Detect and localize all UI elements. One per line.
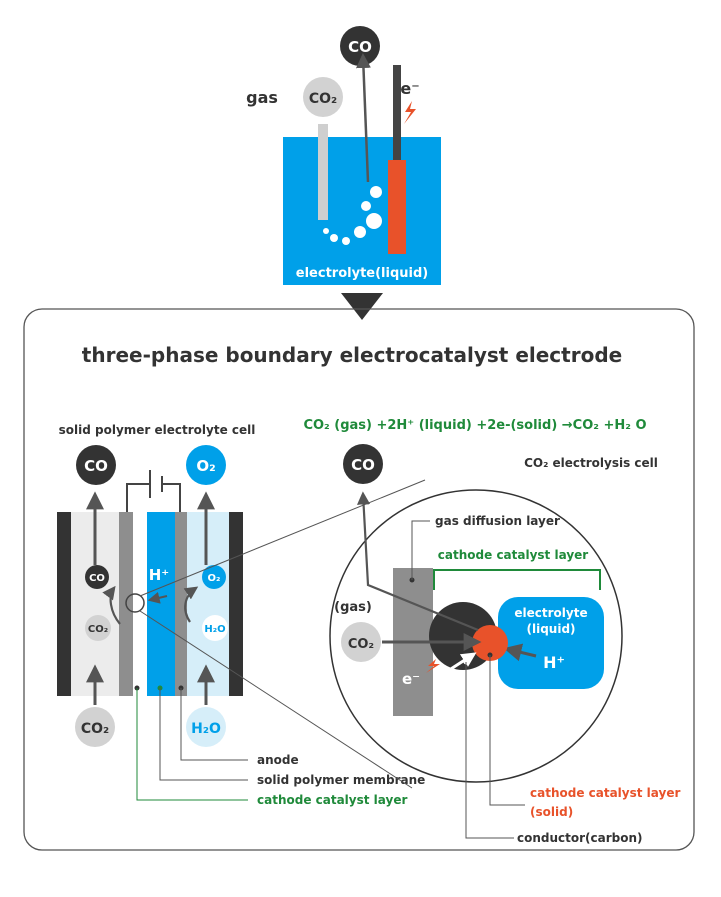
left-caption: solid polymer electrolyte cell — [59, 423, 256, 437]
cathode-gap — [133, 512, 147, 696]
proton-in-arrow — [503, 643, 537, 662]
right-end-plate — [229, 512, 243, 696]
catalyst-layer-label: cathode catalyst layer — [438, 548, 588, 562]
inner-h2o-text: H₂O — [204, 624, 225, 635]
left-cell: solid polymer electrolyte cell CO O₂ CO … — [57, 423, 425, 807]
electrolyte-line2: (liquid) — [526, 622, 575, 636]
inner-co-circle — [85, 565, 109, 589]
top-beaker: CO gas CO₂ e⁻ electrolyte(liquid) — [246, 26, 441, 320]
left-o2-top-circle — [186, 445, 226, 485]
left-end-plate — [57, 512, 71, 696]
lightning-icon — [404, 101, 416, 124]
zoom-line-top — [139, 479, 426, 597]
membrane-leader — [159, 688, 248, 781]
inner-h2o-circle — [202, 615, 228, 641]
left-o2-top-text: O₂ — [196, 457, 215, 475]
gas-bubbles — [323, 186, 382, 245]
reaction-equation: CO₂ (gas) +2H⁺ (liquid) +2e-(solid) →CO₂… — [303, 418, 646, 433]
power-source-icon — [126, 470, 181, 512]
cathode-catalyst-label: cathode catalyst layer — [257, 793, 407, 807]
solid-catalyst-label2: (solid) — [530, 805, 573, 819]
electrode-wire — [393, 65, 401, 161]
top-co2-text: CO₂ — [309, 91, 337, 107]
gas-diffusion-label: gas diffusion layer — [435, 514, 560, 528]
gas-inlet-tube — [318, 124, 328, 220]
electrolyte-label: electrolyte(liquid) — [296, 266, 428, 281]
inner-co-text: CO — [89, 573, 105, 584]
liquid-electrolyte — [498, 597, 604, 689]
electrolyte-line1: electrolyte — [514, 606, 587, 620]
carbon-leader — [465, 662, 514, 839]
co-rise-arrow — [355, 53, 371, 183]
top-co2-circle — [303, 77, 343, 117]
right-co-top-text: CO — [351, 456, 375, 474]
right-caption: CO₂ electrolysis cell — [524, 456, 658, 470]
electron-arrow — [439, 652, 477, 678]
electrolyte-tank — [283, 137, 441, 285]
anode-chamber — [187, 512, 229, 696]
particle-leader — [489, 655, 525, 806]
right-electron: e⁻ — [402, 670, 420, 688]
anode-label: anode — [257, 753, 299, 767]
top-gas-label: gas — [246, 88, 278, 107]
zoom-line-bottom — [139, 610, 413, 789]
inner-o2-text: O₂ — [208, 573, 221, 584]
cathode-reaction-arrow — [102, 585, 121, 625]
membrane-h-plus: H⁺ — [149, 566, 169, 584]
electron-lightning-icon — [426, 659, 440, 673]
panel-title: three-phase boundary electrocatalyst ele… — [82, 343, 622, 367]
top-co-text: CO — [348, 38, 372, 56]
co-out-arrow — [356, 491, 479, 632]
right-co2-text: CO₂ — [348, 637, 374, 652]
inner-o2-circle — [202, 565, 226, 589]
right-h-plus: H⁺ — [543, 653, 565, 672]
inner-co2-text: CO₂ — [88, 624, 108, 635]
left-co2-bottom-circle — [75, 707, 115, 747]
zoom-focus-circle — [125, 593, 145, 613]
membrane-label: solid polymer membrane — [257, 773, 425, 787]
catalyst-bracket — [433, 569, 601, 590]
detail-panel — [23, 308, 695, 851]
solid-catalyst-label1: cathode catalyst layer — [530, 786, 680, 800]
anode-reaction-arrow — [183, 586, 199, 623]
anode-leader — [180, 688, 248, 761]
conductor-label: conductor(carbon) — [517, 831, 643, 845]
right-co2-circle — [341, 622, 381, 662]
inner-co2-circle — [85, 615, 111, 641]
left-h2o-bottom-text: H₂O — [191, 721, 221, 737]
catalyst-leader — [136, 688, 248, 801]
polymer-membrane — [147, 512, 175, 696]
left-co-top-circle — [76, 445, 116, 485]
left-co2-bottom-text: CO₂ — [81, 721, 109, 737]
right-gas-label: (gas) — [334, 600, 372, 615]
cathode-electrode — [388, 160, 406, 254]
proton-arrow — [147, 591, 168, 604]
top-electron-label: e⁻ — [400, 79, 419, 98]
right-cell: CO₂ (gas) +2H⁺ (liquid) +2e-(solid) →CO₂… — [303, 418, 680, 845]
left-co-top-text: CO — [84, 457, 108, 475]
down-triangle-icon — [341, 293, 383, 320]
gdl-leader — [411, 520, 430, 580]
anode-layer — [175, 512, 187, 696]
right-co-top-circle — [343, 444, 383, 484]
left-h2o-bottom-circle — [186, 707, 226, 747]
